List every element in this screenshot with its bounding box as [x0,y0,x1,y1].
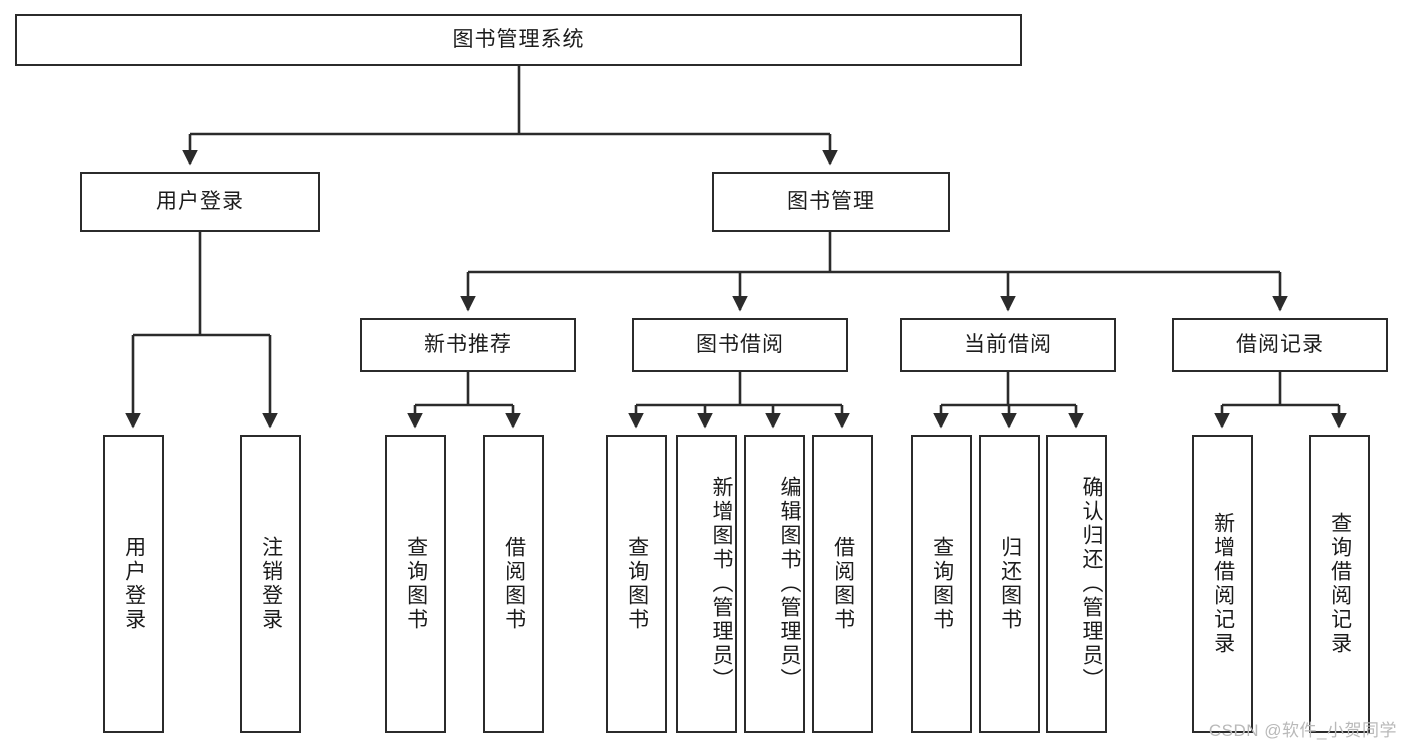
leaf-borrow-borrow-book[interactable]: 借阅图书 [812,435,873,733]
node-root[interactable]: 图书管理系统 [15,14,1022,66]
leaf-current-return-book[interactable]: 归还图书 [979,435,1040,733]
leaf-borrow-query-book[interactable]: 查询图书 [606,435,667,733]
leaf-records-add-record[interactable]: 新增借阅记录 [1192,435,1253,733]
watermark-text: CSDN @软件_小贺同学 [1208,721,1397,740]
node-borrow-records[interactable]: 借阅记录 [1172,318,1388,372]
leaf-borrow-add-book-admin[interactable]: 新增图书（管理员） [676,435,737,733]
leaf-user-login-login[interactable]: 用户登录 [103,435,164,733]
leaf-borrow-edit-book-admin[interactable]: 编辑图书（管理员） [744,435,805,733]
leaf-current-confirm-return-admin[interactable]: 确认归还（管理员） [1046,435,1107,733]
node-book-borrow[interactable]: 图书借阅 [632,318,848,372]
node-new-book-recommend[interactable]: 新书推荐 [360,318,576,372]
leaf-records-query-record[interactable]: 查询借阅记录 [1309,435,1370,733]
leaf-current-query-book[interactable]: 查询图书 [911,435,972,733]
node-current-borrow[interactable]: 当前借阅 [900,318,1116,372]
leaf-new-book-query-book[interactable]: 查询图书 [385,435,446,733]
leaf-user-login-logout[interactable]: 注销登录 [240,435,301,733]
node-book-management[interactable]: 图书管理 [712,172,950,232]
node-user-login[interactable]: 用户登录 [80,172,320,232]
leaf-new-book-borrow-book[interactable]: 借阅图书 [483,435,544,733]
